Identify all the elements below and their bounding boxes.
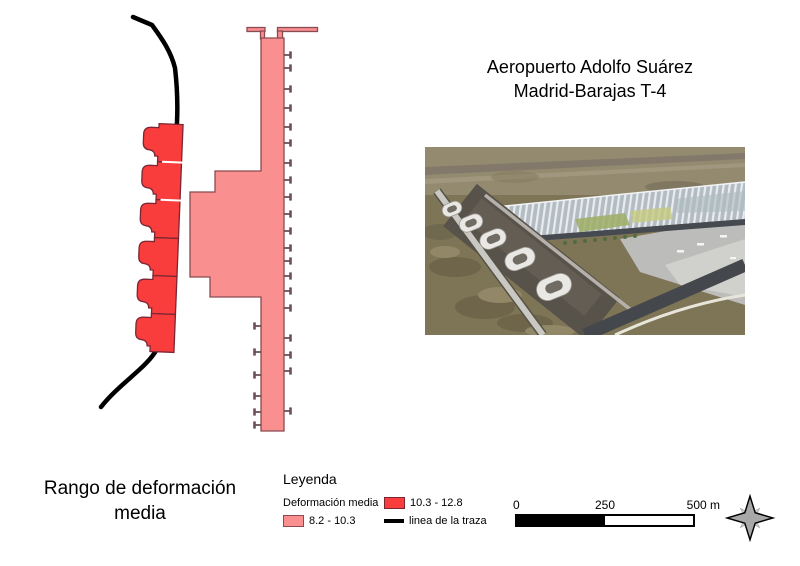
building-module xyxy=(135,312,177,354)
scale-tick-0: 0 xyxy=(513,498,520,512)
aerial-photo-t4 xyxy=(425,147,745,335)
terminal-facade xyxy=(507,219,745,243)
legend-item-trace: linea de la traza xyxy=(384,515,498,527)
terminal-roof-far xyxy=(675,191,745,213)
building-module xyxy=(139,198,181,240)
map-caption: Rango de deformación media xyxy=(43,478,237,524)
legend-item-red: 10.3 - 12.8 xyxy=(384,497,498,509)
scale-tick-500: 500 m xyxy=(686,498,720,512)
terminal-t4-building xyxy=(189,26,319,432)
deformation-map xyxy=(98,14,319,432)
scale-labels: 0 250 500 m xyxy=(513,498,720,514)
building-module xyxy=(138,236,180,278)
building-module xyxy=(141,160,183,202)
legend-heading: Leyenda xyxy=(283,471,337,487)
north-arrow-icon xyxy=(724,493,776,543)
module-gap xyxy=(160,198,182,202)
aircraft xyxy=(677,235,736,260)
satellite-building-modules xyxy=(135,122,184,354)
terminal-roof-yellow xyxy=(630,207,673,223)
legend: Leyenda Deformación media 10.3 - 12.8 8.… xyxy=(283,471,498,527)
oval-buildings xyxy=(441,200,572,302)
walkway xyxy=(614,293,745,335)
legend-item-red-label: 10.3 - 12.8 xyxy=(410,497,463,509)
scale-segment-black xyxy=(517,516,605,525)
jetway-bridges-left xyxy=(253,322,262,429)
legend-item-trace-label: linea de la traza xyxy=(409,515,487,527)
terminal-roof-green xyxy=(575,213,630,232)
jetway-bridges-right xyxy=(283,51,292,415)
service-road xyxy=(483,193,642,319)
pink-swatch xyxy=(283,515,304,527)
terminal-roof-edge xyxy=(494,181,745,208)
building-module xyxy=(136,274,178,316)
trace-line-swatch xyxy=(384,519,404,523)
building-module xyxy=(142,122,184,164)
tree-row xyxy=(563,234,637,245)
legend-series-label: Deformación media xyxy=(283,497,379,509)
terminal-roof xyxy=(495,182,745,238)
scale-segment-white xyxy=(605,516,693,525)
red-swatch xyxy=(384,497,405,509)
legend-item-pink-label: 8.2 - 10.3 xyxy=(309,515,356,527)
trace-line xyxy=(98,14,180,410)
title-line-1: Aeropuerto Adolfo Suárez xyxy=(486,57,694,77)
legend-item-pink: 8.2 - 10.3 xyxy=(283,515,384,527)
highway xyxy=(582,259,745,335)
terminal-top-bar-left xyxy=(246,26,266,33)
runway-strip xyxy=(425,153,745,175)
scale-track xyxy=(515,514,695,527)
compass-main-star xyxy=(724,493,776,543)
airport-apron-light xyxy=(665,239,745,297)
module-gap xyxy=(162,160,184,164)
scale-tick-250: 250 xyxy=(594,498,616,512)
terminal-top-bar-right xyxy=(276,26,319,33)
title-line-2: Madrid-Barajas T-4 xyxy=(513,81,667,102)
page-title: Aeropuerto Adolfo Suárez Madrid-Barajas … xyxy=(440,55,740,104)
terminal-outline xyxy=(189,37,285,432)
scale-bar: 0 250 500 m xyxy=(513,498,720,527)
